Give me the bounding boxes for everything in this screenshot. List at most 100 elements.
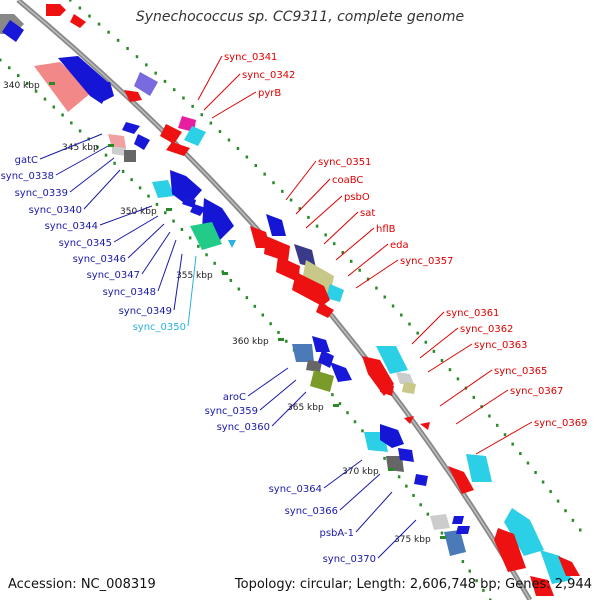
gene-arrow[interactable] [310, 370, 334, 392]
gene-arrow[interactable] [330, 362, 352, 382]
kbp-tick-mark [388, 468, 394, 471]
gene-arrow[interactable] [122, 122, 140, 134]
gene-arrow[interactable] [170, 170, 202, 206]
gene-arrow[interactable] [494, 528, 526, 572]
gene-arrow[interactable] [316, 302, 334, 318]
gene-arrow[interactable] [266, 214, 286, 236]
gene-label-sync_0350[interactable]: sync_0350 [133, 322, 186, 333]
gene-label-gatC[interactable]: gatC [15, 155, 38, 166]
gene-label-sync_0369[interactable]: sync_0369 [534, 418, 587, 429]
gene-arrow[interactable] [250, 226, 270, 248]
gene-arrow[interactable] [558, 556, 580, 576]
gene-arrow[interactable] [430, 514, 450, 530]
gene-arrow[interactable] [112, 146, 126, 156]
gene-arrow[interactable] [540, 550, 572, 584]
gene-arrow[interactable] [402, 382, 416, 394]
gene-label-sat[interactable]: sat [360, 208, 375, 219]
gene-arrow[interactable] [134, 72, 158, 96]
gene-arrow[interactable] [2, 20, 24, 42]
gene-label-sync_0360[interactable]: sync_0360 [217, 422, 270, 433]
gene-arrow[interactable] [414, 474, 428, 486]
gene-label-sync_0364[interactable]: sync_0364 [269, 484, 322, 495]
gene-arrow[interactable] [46, 4, 66, 16]
gene-arrow[interactable] [184, 126, 206, 146]
gene-arrow[interactable] [182, 196, 196, 208]
gene-arrow[interactable] [124, 90, 142, 102]
gene-label-sync_0361[interactable]: sync_0361 [446, 308, 499, 319]
gc-dot [383, 295, 387, 299]
gene-label-pyrB[interactable]: pyrB [258, 88, 281, 99]
gene-arrow[interactable] [134, 134, 150, 150]
gene-label-sync_0344[interactable]: sync_0344 [45, 221, 98, 232]
gene-label-aroC[interactable]: aroC [223, 392, 246, 403]
gene-arrow[interactable] [190, 222, 222, 250]
gene-label-sync_0349[interactable]: sync_0349 [119, 306, 172, 317]
gene-label-sync_0362[interactable]: sync_0362 [460, 324, 513, 335]
gene-arrow[interactable] [152, 180, 174, 198]
gc-dot [564, 509, 567, 513]
gene-arrow[interactable] [420, 422, 430, 430]
forward-gene-labels: sync_0341 sync_0342 pyrB sync_0351 coaBC psbO… [197, 52, 587, 455]
gene-arrow[interactable] [306, 360, 322, 372]
gene-arrow[interactable] [34, 62, 92, 112]
gene-label-sync_0341[interactable]: sync_0341 [224, 52, 277, 63]
gene-arrow[interactable] [404, 416, 414, 424]
gene-label-sync_0366[interactable]: sync_0366 [285, 506, 338, 517]
gene-arrow[interactable] [380, 424, 404, 448]
gene-arrow[interactable] [264, 236, 290, 262]
gene-label-sync_0351[interactable]: sync_0351 [318, 157, 371, 168]
gene-label-sync_0365[interactable]: sync_0365 [494, 366, 547, 377]
gene-arrow[interactable] [326, 284, 344, 302]
gene-label-sync_0357[interactable]: sync_0357 [400, 256, 453, 267]
gene-arrow[interactable] [444, 530, 466, 556]
gene-label-hflB[interactable]: hflB [376, 224, 396, 235]
gene-arrow[interactable] [380, 380, 394, 396]
gene-arrow[interactable] [166, 142, 190, 156]
gc-dot [315, 224, 319, 228]
gene-arrow[interactable] [190, 204, 206, 216]
gene-label-sync_0347[interactable]: sync_0347 [87, 270, 140, 281]
gene-arrow[interactable] [276, 256, 300, 282]
gene-arrow[interactable] [302, 260, 334, 296]
gene-label-sync_0345[interactable]: sync_0345 [59, 238, 112, 249]
gene-arrow[interactable] [530, 576, 554, 596]
gene-arrow[interactable] [398, 448, 414, 462]
gene-arrow[interactable] [98, 82, 114, 102]
gc-dot [346, 411, 349, 415]
gc-dot [456, 377, 460, 381]
gene-label-sync_0339[interactable]: sync_0339 [15, 188, 68, 199]
gc-dot [253, 304, 257, 308]
gene-arrow[interactable] [58, 56, 110, 104]
gene-arrow[interactable] [70, 14, 86, 28]
gene-label-sync_0338[interactable]: sync_0338 [1, 171, 54, 182]
gene-label-eda[interactable]: eda [390, 240, 409, 251]
gene-label-sync_0346[interactable]: sync_0346 [73, 254, 126, 265]
gene-arrow[interactable] [448, 466, 474, 494]
gene-arrow[interactable] [292, 272, 330, 306]
gc-dot [298, 207, 302, 211]
gene-arrow[interactable] [376, 346, 408, 374]
gene-arrow[interactable] [294, 244, 316, 268]
gene-label-coaBC[interactable]: coaBC [332, 175, 363, 186]
gene-label-sync_0340[interactable]: sync_0340 [29, 205, 82, 216]
gene-arrow[interactable] [318, 350, 334, 368]
gene-arrow[interactable] [504, 508, 544, 556]
gene-arrow[interactable] [456, 526, 470, 534]
gene-label-sync_0370[interactable]: sync_0370 [323, 554, 376, 565]
gene-label-psbA-1[interactable]: psbA-1 [320, 528, 355, 539]
gene-label-psbO[interactable]: psbO [344, 192, 370, 203]
gene-arrow[interactable] [396, 372, 414, 384]
gene-arrow[interactable] [312, 336, 330, 352]
gene-label-sync_0348[interactable]: sync_0348 [103, 287, 156, 298]
gene-arrow[interactable] [466, 454, 492, 482]
gene-label-sync_0359[interactable]: sync_0359 [205, 406, 258, 417]
gene-label-sync_0363[interactable]: sync_0363 [474, 340, 527, 351]
gene-arrow[interactable] [292, 344, 314, 362]
gene-arrow[interactable] [228, 240, 236, 248]
gene-label-sync_0342[interactable]: sync_0342 [242, 70, 295, 81]
gene-arrow[interactable] [124, 150, 136, 162]
gene-label-sync_0367[interactable]: sync_0367 [510, 386, 563, 397]
gene-arrow[interactable] [160, 124, 182, 144]
gene-arrow[interactable] [452, 516, 464, 524]
kbp-tick-mark [108, 144, 114, 147]
